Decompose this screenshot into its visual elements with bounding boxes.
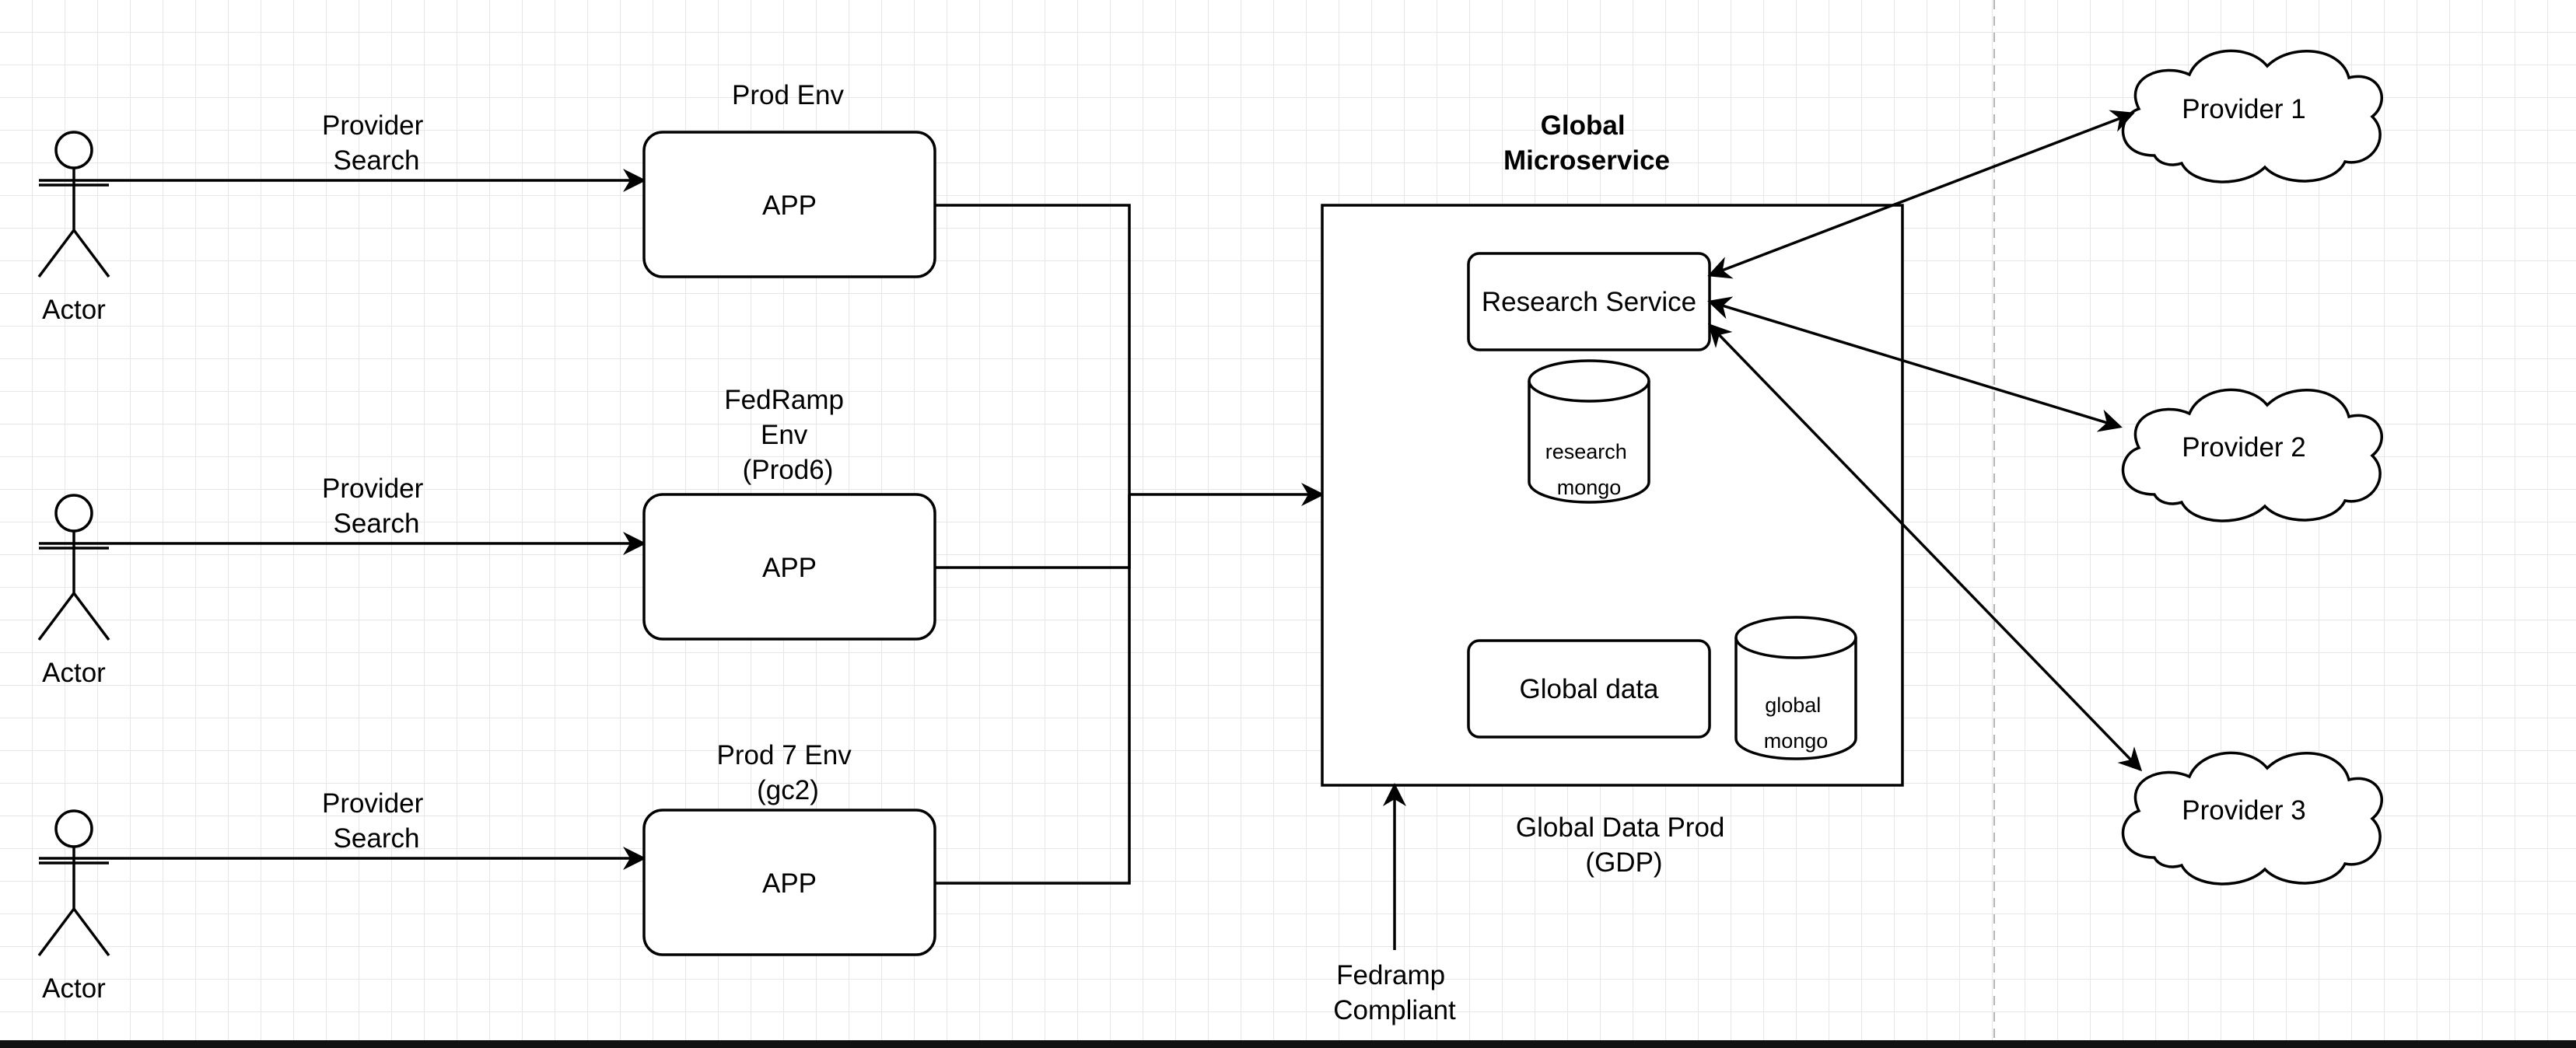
provider-label: Provider 1: [2182, 94, 2306, 124]
edge-app-3-microservice[interactable]: [935, 494, 1131, 885]
actor-label: Actor: [42, 973, 106, 1004]
actor-leg-right: [72, 592, 110, 641]
app-box-1[interactable]: APP: [642, 131, 936, 278]
research-mongo-label: research mongo: [1545, 440, 1633, 499]
actor-label: Actor: [42, 295, 106, 325]
actor-label: Actor: [42, 658, 106, 688]
provider-label: Provider 2: [2182, 432, 2306, 463]
microservice-title: Global Microservice: [1503, 110, 1670, 176]
research-service-label: Research Service: [1482, 287, 1696, 317]
edge-research-provider-1[interactable]: [1707, 110, 2135, 279]
research-mongo-db[interactable]: research mongo: [1528, 359, 1650, 504]
global-data-box[interactable]: Global data: [1467, 639, 1711, 739]
actor-leg-right: [72, 229, 110, 278]
env-label-prod: Prod Env: [732, 80, 844, 110]
edge-app-2-microservice[interactable]: [935, 494, 1131, 569]
provider-2-cloud[interactable]: Provider 2: [2121, 388, 2383, 522]
bottom-border: [0, 1040, 2576, 1048]
global-data-label: Global data: [1519, 674, 1659, 704]
app-box-label: APP: [762, 868, 817, 899]
edge-research-provider-3[interactable]: [1707, 323, 2143, 772]
edge-label-provider-search-1: Provider Search: [322, 110, 431, 176]
actor-leg-left: [37, 229, 75, 278]
provider-1-cloud[interactable]: Provider 1: [2121, 49, 2383, 183]
actor-leg-right: [72, 907, 110, 957]
actor-leg-left: [37, 907, 75, 957]
cloud-shape: [2121, 388, 2383, 522]
fedramp-compliant-label: Fedramp Compliant: [1333, 960, 1456, 1025]
cloud-shape: [2121, 751, 2383, 886]
app-box-2[interactable]: APP: [642, 493, 936, 641]
global-mongo-db[interactable]: global mongo: [1734, 616, 1857, 760]
cloud-shape: [2121, 49, 2383, 183]
provider-label: Provider 3: [2182, 795, 2306, 826]
research-mongo-body: [1528, 359, 1650, 504]
env-label-fedramp: FedRamp Env (Prod6): [724, 385, 851, 485]
edge-label-provider-search-3: Provider Search: [322, 788, 431, 854]
env-label-prod7: Prod 7 Env (gc2): [717, 740, 859, 805]
edge-label-provider-search-2: Provider Search: [322, 473, 431, 539]
app-box-label: APP: [762, 553, 817, 583]
actor-2[interactable]: Actor: [37, 494, 110, 688]
actor-1[interactable]: Actor: [37, 131, 110, 325]
research-mongo-top: [1528, 380, 1650, 403]
provider-3-cloud[interactable]: Provider 3: [2121, 751, 2383, 886]
actor-3[interactable]: Actor: [37, 809, 110, 1004]
actor-head: [54, 131, 93, 169]
edge-app-1-microservice[interactable]: [935, 204, 1131, 494]
actor-leg-left: [37, 592, 75, 641]
gdp-caption: Global Data Prod (GDP): [1516, 812, 1732, 878]
app-box-3[interactable]: APP: [642, 809, 936, 956]
actor-head: [54, 809, 93, 848]
app-box-label: APP: [762, 190, 817, 221]
actor-head: [54, 494, 93, 533]
research-service-box[interactable]: Research Service: [1467, 252, 1711, 351]
